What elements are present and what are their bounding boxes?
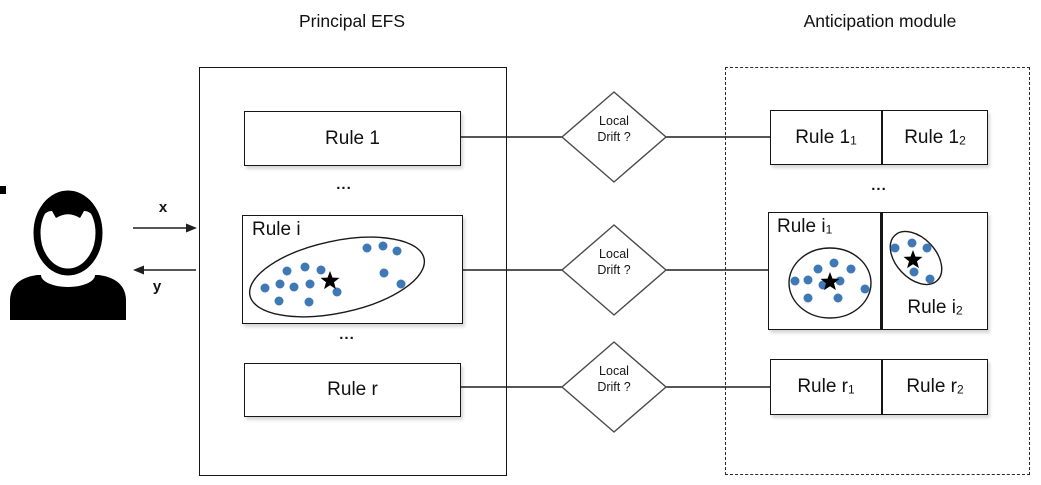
output-arrow-head	[133, 265, 144, 275]
rule-1-2-cell: Rule 12	[883, 111, 987, 164]
rule-i-1-label: Rule i1	[777, 216, 833, 237]
anticipation-ellipsis: ...	[871, 177, 887, 194]
principal-efs-title: Principal EFS	[298, 11, 405, 31]
rule-1-box: Rule 1	[244, 111, 461, 166]
stray-mark	[0, 186, 6, 194]
rule-r-label: Rule r	[327, 379, 378, 400]
rule-i-2-label: Rule i2	[907, 297, 963, 318]
rule-1-1-label: Rule 11	[795, 126, 857, 148]
rule-r-box: Rule r	[244, 363, 461, 417]
rule-r-split-box: Rule r1 Rule r2	[770, 359, 988, 415]
rule-1-1-cell: Rule 11	[771, 111, 883, 164]
rule-i-2-cell: Rule i2	[883, 213, 987, 329]
rule-i-1-cell: Rule i1	[769, 213, 883, 329]
rule-1-split-box: Rule 11 Rule 12	[770, 110, 988, 165]
io-arrows	[133, 223, 197, 275]
rule-i-label: Rule i	[252, 219, 301, 240]
input-arrow-head	[186, 223, 197, 233]
input-x-label: x	[158, 199, 168, 216]
user-icon	[10, 190, 126, 320]
rule-i-split-box: Rule i1 Rule i2	[768, 212, 988, 330]
anticipation-module-container	[725, 67, 1030, 475]
principal-ellipsis-2: ...	[339, 326, 355, 343]
rule-r-2-label: Rule r2	[906, 376, 964, 397]
principal-efs-container	[199, 67, 507, 476]
rule-i-box: Rule i	[242, 215, 463, 324]
rule-r-1-label: Rule r1	[797, 376, 855, 397]
rule-1-2-label: Rule 12	[904, 126, 966, 148]
output-y-label: y	[152, 278, 162, 295]
anticipation-module-title: Anticipation module	[803, 11, 957, 31]
rule-r-1-cell: Rule r1	[771, 360, 883, 414]
rule-1-label: Rule 1	[325, 127, 380, 149]
principal-ellipsis-1: ...	[336, 176, 352, 193]
rule-r-2-cell: Rule r2	[883, 360, 987, 414]
